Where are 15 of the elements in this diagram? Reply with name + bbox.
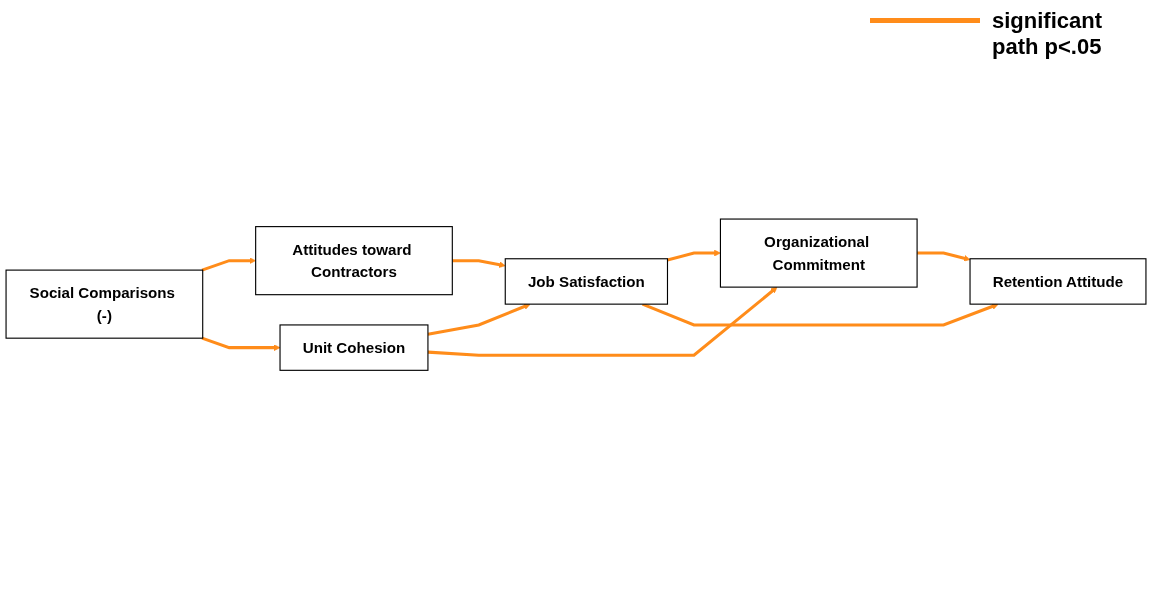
legend-text: significant path p<.05 — [992, 8, 1103, 60]
arrow — [201, 257, 256, 272]
node-box: Unit Cohesion — [279, 324, 429, 371]
arrow — [641, 302, 999, 327]
node-box: Social Comparisons (-) — [5, 269, 204, 339]
arrow — [427, 303, 531, 336]
node-box: Organizational Commitment — [719, 218, 918, 288]
arrow — [667, 249, 721, 262]
node-box: Attitudes toward Contractors — [255, 225, 453, 296]
node-box: Retention Attitude — [969, 258, 1147, 305]
arrow — [452, 258, 506, 268]
arrow — [917, 251, 971, 262]
arrow — [201, 336, 281, 351]
arrow — [427, 286, 778, 357]
node-box: Job Satisfaction — [504, 258, 669, 305]
